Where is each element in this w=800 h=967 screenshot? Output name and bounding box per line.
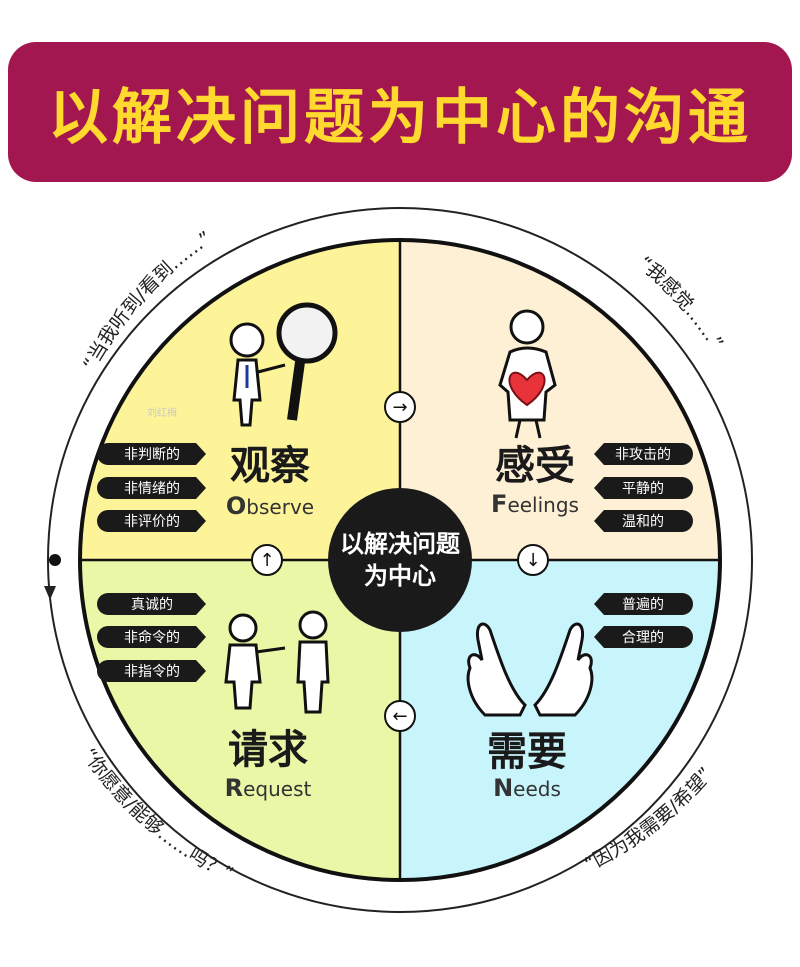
observer-magnifier-icon <box>229 302 338 427</box>
request-label-2: 非命令的 <box>97 626 206 648</box>
open-hands-icon <box>466 622 594 717</box>
two-people-request-icon <box>224 610 330 714</box>
page-title: 以解决问题为中心的沟通 <box>48 82 752 153</box>
svg-text:温和的: 温和的 <box>622 514 664 530</box>
svg-text:平静的: 平静的 <box>622 481 664 497</box>
feelings-subtitle: Feelings <box>491 490 579 518</box>
observe-title: 观察 <box>230 443 310 489</box>
needs-title: 需要 <box>487 729 567 775</box>
center-text-line2: 为中心 <box>364 562 436 590</box>
ring-start-dot <box>49 554 61 566</box>
svg-text:非判断的: 非判断的 <box>124 447 180 463</box>
arrow-down-icon: ↓ <box>517 544 549 576</box>
main-circle <box>78 238 722 882</box>
center-hub <box>328 488 472 632</box>
request-label-3: 非指令的 <box>97 660 206 682</box>
request-title: 请求 <box>228 727 308 773</box>
svg-text:非情绪的: 非情绪的 <box>124 481 180 497</box>
feelings-label-1: 非攻击的 <box>594 443 693 465</box>
observe-label-1: 非判断的 <box>97 443 206 465</box>
feelings-label-2: 平静的 <box>594 477 693 499</box>
svg-text:真诚的: 真诚的 <box>131 597 173 613</box>
svg-text:非攻击的: 非攻击的 <box>615 447 671 463</box>
center-text-line1: 以解决问题 <box>340 530 460 558</box>
observe-label-3: 非评价的 <box>97 510 206 532</box>
svg-text:→: → <box>392 397 407 418</box>
svg-text:↓: ↓ <box>525 550 540 571</box>
observe-label-2: 非情绪的 <box>97 477 206 499</box>
request-subtitle: Request <box>225 774 312 802</box>
arrow-up-icon: ↑ <box>251 544 283 576</box>
arrow-right-icon: → <box>384 391 416 423</box>
svg-text:非命令的: 非命令的 <box>124 629 180 646</box>
svg-text:←: ← <box>392 706 407 727</box>
person-heart-icon <box>498 309 557 439</box>
svg-text:↑: ↑ <box>259 550 274 571</box>
request-label-1: 真诚的 <box>97 593 206 615</box>
needs-subtitle: Needs <box>493 774 561 802</box>
arc-text-feelings: “我感觉……” <box>634 252 727 353</box>
svg-text:非评价的: 非评价的 <box>124 514 180 530</box>
needs-label-1: 普遍的 <box>594 593 693 615</box>
title-banner: 以解决问题为中心的沟通 <box>8 42 792 182</box>
svg-text:普遍的: 普遍的 <box>622 597 664 613</box>
watermark: 刘红梅 <box>147 406 177 419</box>
feelings-title: 感受 <box>495 443 575 489</box>
feelings-label-3: 温和的 <box>594 510 693 532</box>
svg-text:合理的: 合理的 <box>622 630 664 646</box>
svg-text:非指令的: 非指令的 <box>124 664 180 680</box>
outer-ring <box>47 207 753 913</box>
arrow-left-icon: ← <box>384 700 416 732</box>
needs-label-2: 合理的 <box>594 626 693 648</box>
observe-subtitle: Observe <box>226 492 314 520</box>
ring-arrow-head <box>44 586 56 600</box>
